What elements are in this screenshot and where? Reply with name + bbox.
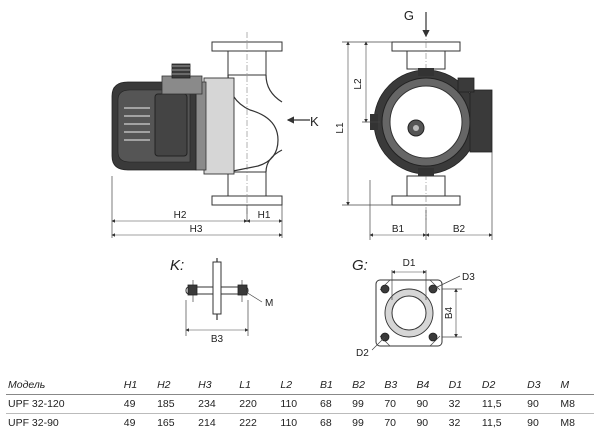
table-cell: 220: [237, 394, 279, 414]
table-cell: 185: [155, 394, 197, 414]
table-header-cell: D2: [479, 376, 526, 395]
pump-drawing: K H2 H1 H3 G: [111, 8, 493, 359]
table-cell: UPF 32-90: [8, 417, 59, 429]
table-cell: 90: [414, 394, 447, 414]
dim-m: M: [265, 298, 273, 309]
dim-l1: L1: [335, 122, 346, 134]
table-cell: 32: [446, 394, 480, 414]
title-k-view: K:: [170, 257, 184, 274]
table-header-cell: M: [558, 376, 594, 395]
table-cell: 90: [416, 417, 429, 429]
dim-l2: L2: [353, 78, 364, 90]
table-cell: 11,5: [479, 394, 526, 414]
table-cell: 49: [123, 417, 136, 429]
table-header-cell: Модель: [6, 376, 122, 395]
table-row: UPF 32-90 49 165 214 222 110 68 99 70 90 32 11,5 90 M…: [6, 414, 594, 433]
table-header-cell: D1: [446, 376, 480, 395]
table-cell: 110: [278, 394, 318, 414]
table-header-cell: B4: [414, 376, 447, 395]
table-header-cell: D3: [525, 376, 559, 395]
table-cell: UPF 32-120: [6, 394, 122, 414]
table-header-cell: B3: [382, 376, 415, 395]
table-header-cell: L1: [237, 376, 279, 395]
title-g-view: G:: [352, 257, 368, 274]
table-header-cell: H2: [155, 376, 197, 395]
label-k: K: [310, 114, 319, 129]
side-view: K H2 H1 H3: [111, 32, 319, 238]
table-header-cell: L2: [278, 376, 318, 395]
table-cell: M8: [558, 394, 594, 414]
dim-d3: D3: [462, 272, 475, 283]
table-cell: 49: [121, 394, 156, 414]
dim-h2: H2: [174, 210, 187, 221]
table-cell: 68: [318, 394, 351, 414]
g-view: G: D1 D3 B4 D2: [352, 257, 475, 359]
table-cell: 90: [525, 394, 559, 414]
cable-gland-front-icon: [457, 77, 475, 93]
table-header-cell: B2: [350, 376, 383, 395]
table-cell: M8: [560, 417, 576, 429]
dim-b3: B3: [211, 334, 224, 345]
table-cell: 68: [320, 417, 332, 429]
dim-d2: D2: [356, 348, 369, 359]
dim-d1: D1: [403, 258, 416, 269]
front-view: G L1 L2 B1 B2: [335, 8, 493, 240]
dim-b1: B1: [392, 224, 405, 235]
table-header-cell: H1: [121, 376, 156, 395]
table-cell: 11,5: [481, 417, 502, 429]
table-cell: 165: [157, 417, 175, 429]
table-cell: 70: [382, 394, 415, 414]
dim-b2: B2: [453, 224, 466, 235]
label-g: G: [404, 8, 414, 23]
table-header-cell: B1: [318, 376, 351, 395]
dim-h3: H3: [190, 224, 203, 235]
table-cell: 222: [239, 417, 257, 429]
table-cell: 99: [352, 417, 364, 429]
dim-b4: B4: [444, 306, 455, 319]
table-cell: 99: [350, 394, 383, 414]
table-cell: 32: [448, 417, 461, 429]
dim-h1: H1: [258, 210, 271, 221]
k-view: K: B3 M: [170, 257, 273, 345]
table-header-cell: H3: [196, 376, 238, 395]
table-cell: 70: [384, 417, 396, 429]
table-cell: 110: [280, 417, 298, 429]
table-cell: 234: [196, 394, 238, 414]
table-cell: 214: [198, 417, 216, 429]
table-cell: 90: [527, 417, 539, 429]
